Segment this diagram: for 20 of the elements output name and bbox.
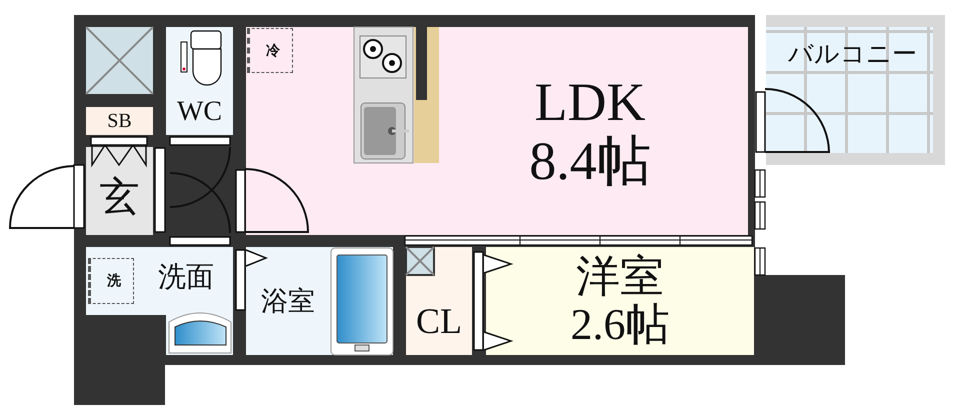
washroom — [86, 247, 233, 315]
room-label: LDK — [534, 72, 646, 132]
storage-label: SB — [107, 110, 132, 132]
shoe-box — [86, 107, 153, 135]
washer-label: 洗 — [107, 274, 121, 290]
room-label: 浴室 — [261, 287, 315, 317]
entrance-area — [86, 147, 153, 235]
room-label: 玄 — [100, 175, 140, 219]
room-label: 洋室 — [576, 252, 664, 301]
balcony-area — [766, 15, 945, 165]
fridge-label: 冷 — [266, 44, 280, 60]
room-label: WC — [176, 96, 222, 128]
room-size-label: 2.6帖 — [570, 301, 670, 350]
fridge-space — [247, 28, 293, 73]
room-size-label: 8.4帖 — [529, 132, 651, 192]
bedroom — [486, 247, 754, 355]
washer-space — [88, 258, 134, 304]
room-label: バルコニー — [788, 41, 917, 69]
room-label: 洗面 — [158, 262, 214, 294]
room-label: CL — [416, 302, 462, 342]
